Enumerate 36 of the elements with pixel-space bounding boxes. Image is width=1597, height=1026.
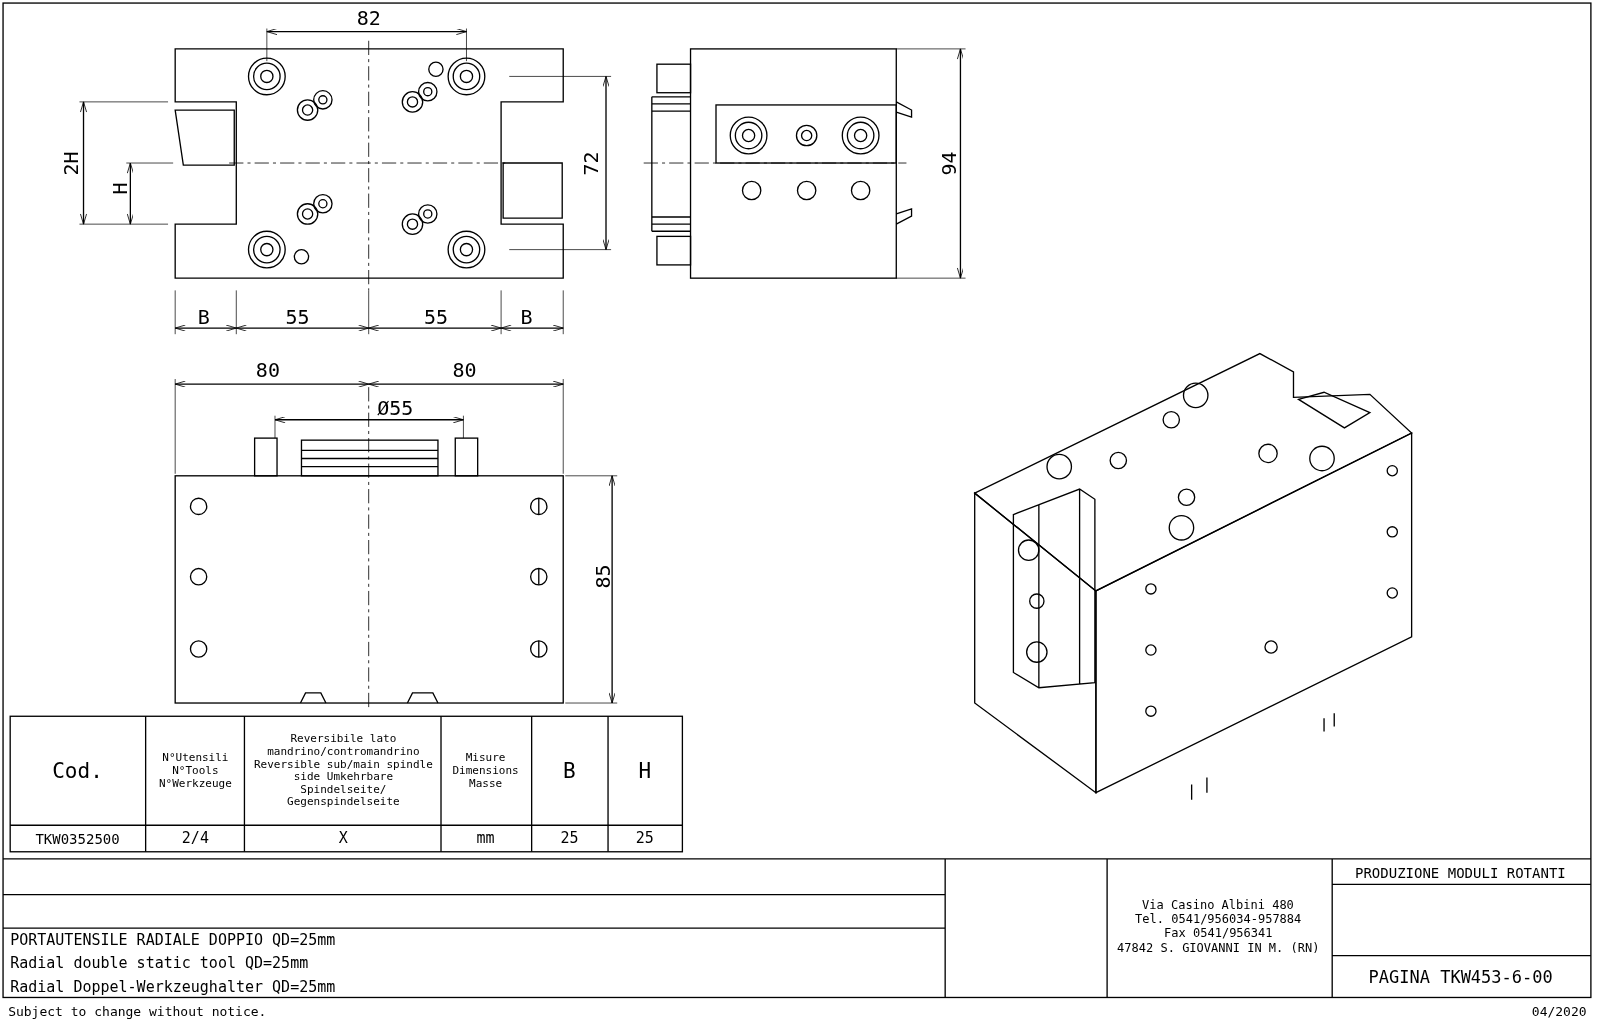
address-text: Tel. 0541/956034-957884: [1135, 913, 1302, 927]
table-value: 25: [634, 830, 655, 848]
dimension-text: 55: [285, 306, 310, 330]
note-text: Subject to change without notice.: [8, 1005, 267, 1021]
title-text: Radial double static tool QD=25mm: [10, 955, 309, 973]
column-header: N°Utensili N°Tools N°Werkzeuge: [157, 752, 233, 791]
address-text: Fax 0541/956341: [1164, 927, 1273, 942]
column-header: H: [637, 759, 653, 784]
table-value: mm: [475, 830, 496, 848]
dimension-text: Ø55: [377, 397, 414, 421]
column-header: Misure Dimensions Masse: [451, 752, 520, 791]
column-header: B: [562, 759, 577, 784]
dimension-text: 80: [452, 359, 477, 383]
address-text: 47842 S. GIOVANNI IN M. (RN): [1117, 941, 1320, 956]
drawing-number: PAGINA TKW453-6-00: [1368, 968, 1553, 988]
dimension-text: B: [520, 306, 533, 330]
dimension-text: 85: [591, 564, 615, 589]
dimension-text: 94: [937, 150, 961, 176]
title-text: PORTAUTENSILE RADIALE DOPPIO QD=25mm: [10, 931, 336, 950]
table-value: 2/4: [180, 830, 210, 848]
table-value: TKW0352500: [34, 830, 121, 847]
dimension-text: 2H: [59, 150, 83, 176]
table-value: 25: [559, 830, 580, 848]
table-value: X: [337, 830, 349, 848]
column-header: Reversibile lato mandrino/contromandrino Reversible sub/main spindle side Umkehrbare Spindelseite/ Gegenspindelseite: [252, 733, 434, 810]
dimension-text: H: [108, 182, 132, 195]
dimension-text: B: [197, 306, 210, 330]
dimension-text: 72: [579, 150, 603, 176]
title-text: Radial Doppel-Werkzeughalter QD=25mm: [10, 978, 336, 997]
title-text: PRODUZIONE MODULI ROTANTI: [1355, 865, 1566, 882]
dimension-text: 55: [423, 306, 448, 330]
dimension-text: 80: [255, 359, 280, 383]
date-text: 04/2020: [1531, 1005, 1587, 1021]
dimension-text: 82: [356, 6, 381, 30]
column-header: Cod.: [51, 759, 104, 784]
address-text: Via Casino Albini 480: [1142, 898, 1294, 913]
